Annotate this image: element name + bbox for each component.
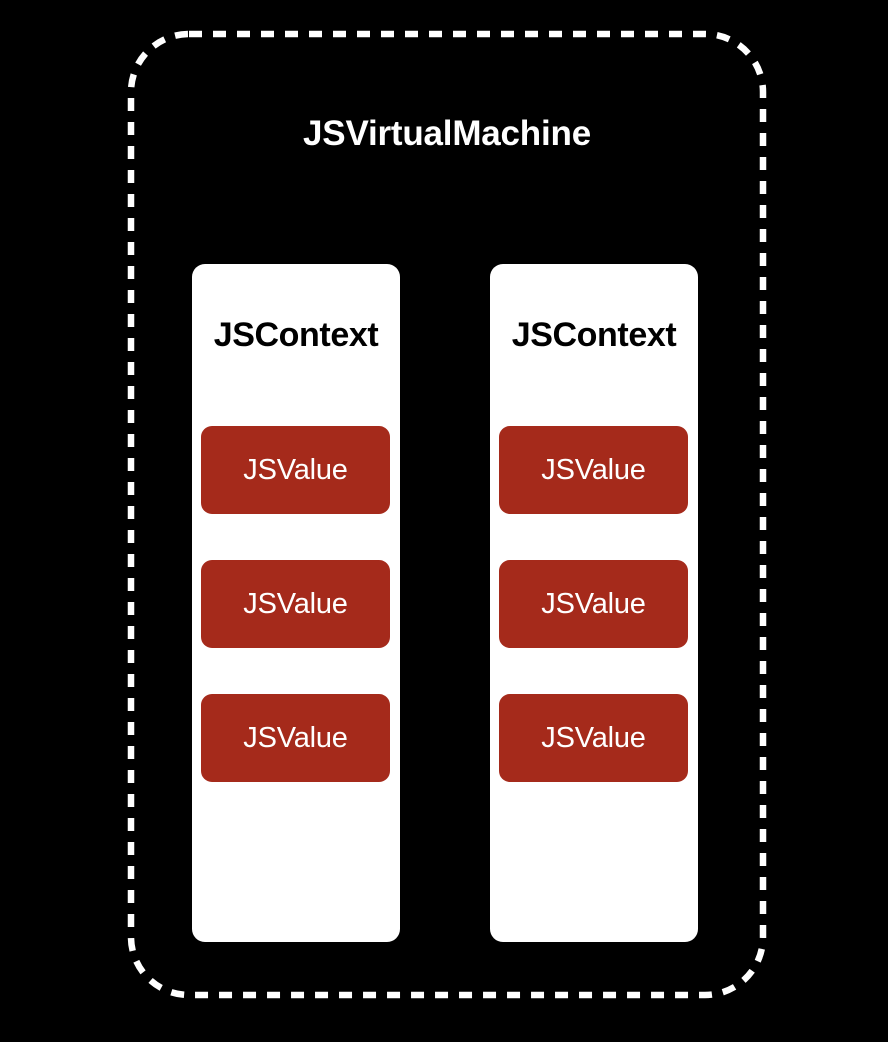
jsvalue-box-1-0[interactable]: JSValue <box>499 426 688 514</box>
jsvalue-box-0-1[interactable]: JSValue <box>201 560 390 648</box>
jsvalue-label-0-1: JSValue <box>243 588 348 620</box>
jsvirtualmachine-title: JSVirtualMachine <box>303 114 591 153</box>
jsvalue-label-1-1: JSValue <box>541 588 646 620</box>
jsvalue-box-0-0[interactable]: JSValue <box>201 426 390 514</box>
jsvalue-label-1-0: JSValue <box>541 454 646 486</box>
jsvalue-label-0-2: JSValue <box>243 722 348 754</box>
jsvalue-stack-1: JSValue JSValue JSValue <box>499 426 689 782</box>
jsvalue-stack-0: JSValue JSValue JSValue <box>201 426 391 782</box>
jsvalue-box-0-2[interactable]: JSValue <box>201 694 390 782</box>
jscontext-title-1: JSContext <box>511 316 677 354</box>
jscontext-title-0: JSContext <box>213 316 379 354</box>
jsvalue-box-1-2[interactable]: JSValue <box>499 694 688 782</box>
jsvalue-box-1-1[interactable]: JSValue <box>499 560 688 648</box>
jsvalue-label-1-2: JSValue <box>541 722 646 754</box>
jsvalue-label-0-0: JSValue <box>243 454 348 486</box>
jscontext-card-1[interactable]: JSContext JSValue JSValue JSValue <box>490 264 698 942</box>
jscontext-card-0[interactable]: JSContext JSValue JSValue JSValue <box>192 264 400 942</box>
